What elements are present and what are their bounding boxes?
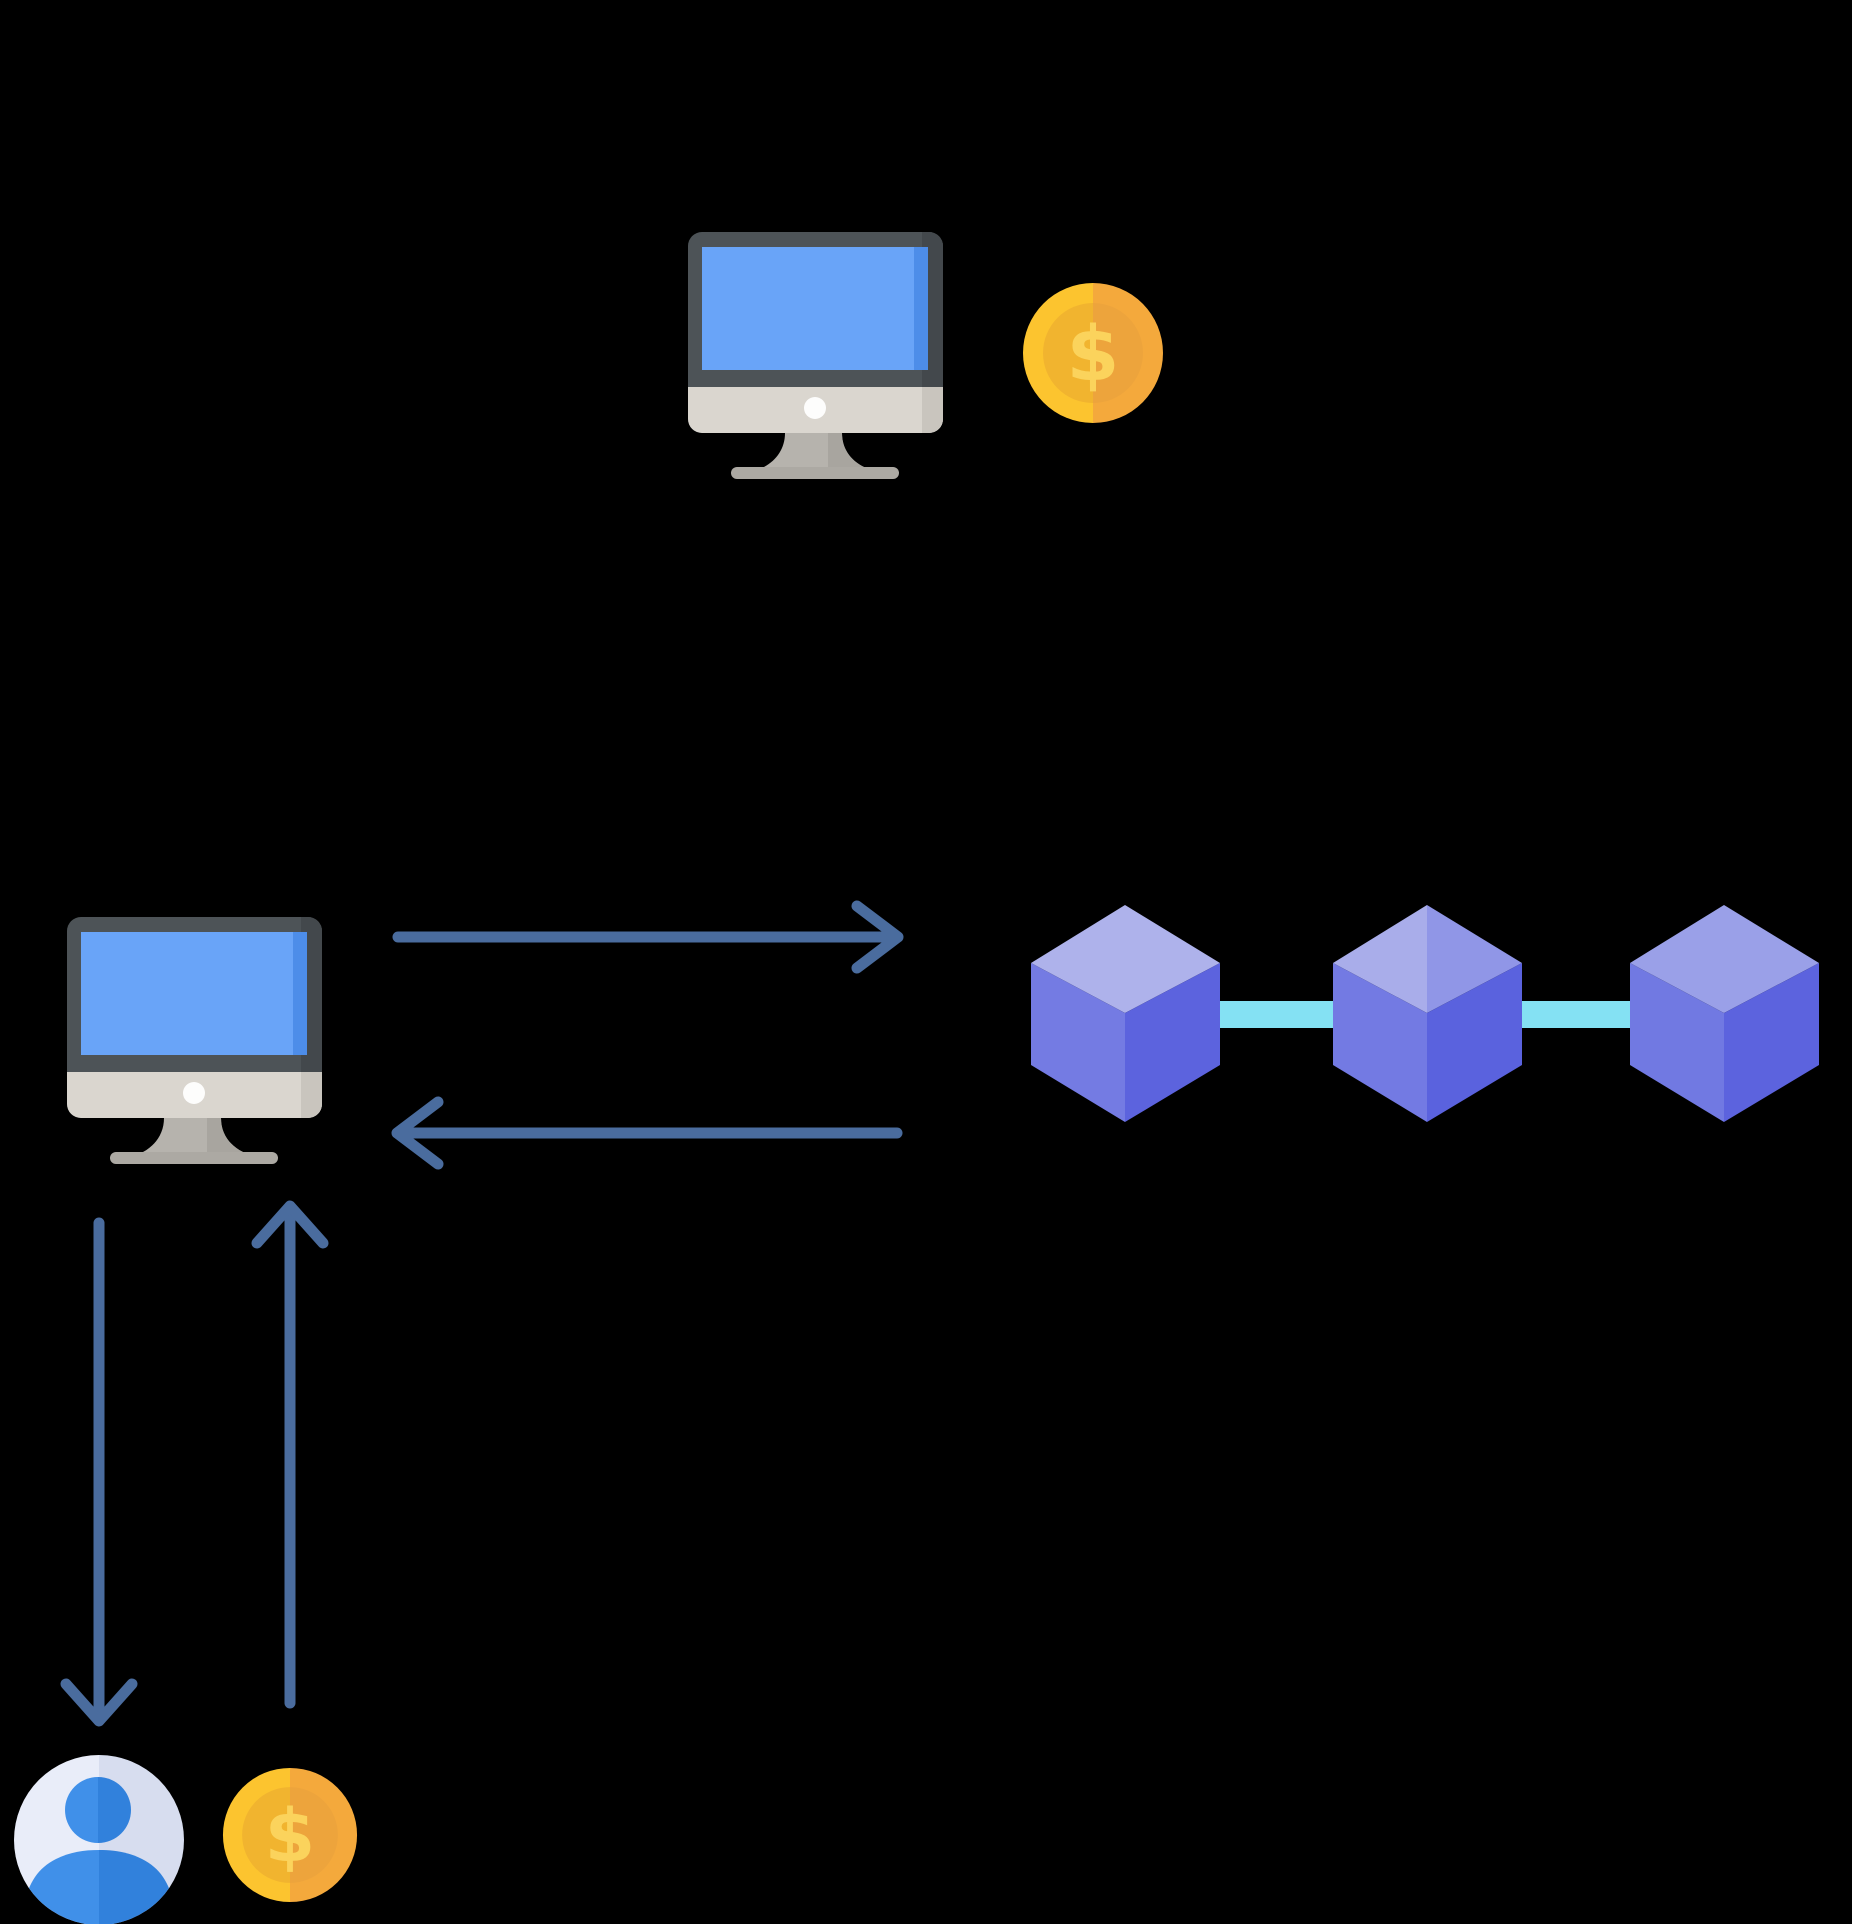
monitor-stand-shade [207, 1118, 243, 1152]
monitor-screen [702, 247, 928, 370]
block-cube-2 [1333, 905, 1522, 1122]
monitor-base [110, 1152, 278, 1164]
avatar-head [65, 1777, 131, 1843]
avatar-body [22, 1850, 176, 1924]
coin-icon-bottom: $ [222, 1767, 358, 1903]
dollar-symbol: $ [1067, 309, 1120, 398]
block-cube-3 [1630, 905, 1819, 1122]
monitor-power-dot [804, 397, 826, 419]
blockchain-icon [1031, 905, 1819, 1122]
computer-icon-left [67, 917, 322, 1164]
coin-icon-top: $ [1023, 283, 1163, 423]
monitor-chin-shade [301, 1072, 322, 1118]
arrow-response-left [391, 1096, 903, 1170]
arrow-request-right [392, 900, 904, 974]
user-icon [14, 1755, 184, 1924]
coin-inner [242, 1787, 338, 1883]
monitor-screen [81, 932, 307, 1055]
dollar-symbol: $ [265, 1794, 316, 1879]
monitor-screen-shade [914, 247, 928, 370]
chain-link-1 [1218, 1001, 1340, 1028]
block-cube-1 [1031, 905, 1220, 1122]
monitor-stand-shade [828, 433, 864, 467]
computer-icon-top [688, 232, 943, 479]
monitor-power-dot [183, 1082, 205, 1104]
chain-link-2 [1520, 1001, 1635, 1028]
monitor-base [731, 467, 899, 479]
coin-inner [1043, 303, 1143, 403]
arrow-down-to-user [60, 1217, 138, 1727]
arrow-up-from-coin [251, 1200, 329, 1709]
monitor-screen-shade [293, 932, 307, 1055]
monitor-chin-shade [922, 387, 943, 433]
